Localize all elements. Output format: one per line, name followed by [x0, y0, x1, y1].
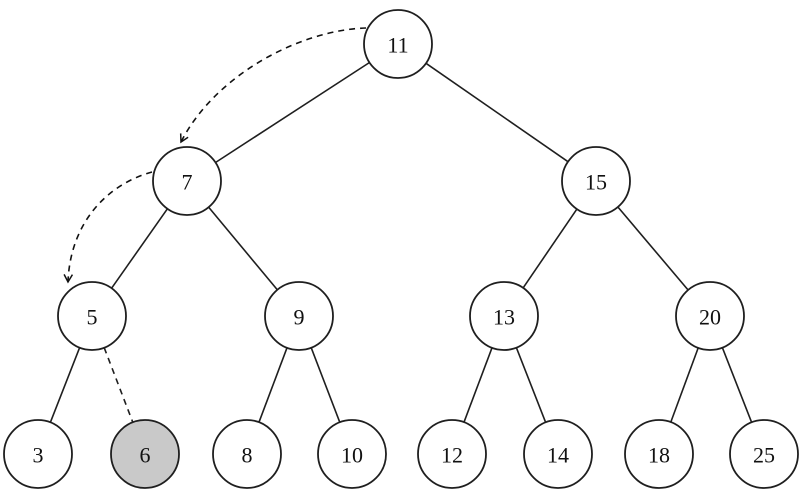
tree-node: 11 — [363, 9, 433, 79]
tree-node-highlighted: 6 — [110, 419, 180, 489]
node-label: 3 — [33, 443, 44, 468]
edge-5-to-3 — [49, 347, 81, 423]
node-label: 9 — [294, 305, 305, 330]
node-circle — [624, 419, 694, 489]
node-label: 11 — [387, 33, 408, 58]
search-path-arrows — [63, 27, 367, 284]
node-label: 20 — [699, 305, 721, 330]
tree-nodes: 11 7 15 5 9 13 20 3 6 8 10 12 14 18 25 — [3, 9, 799, 489]
edge-5-to-6-dashed — [103, 347, 134, 423]
node-label: 7 — [182, 170, 193, 195]
tree-node: 10 — [317, 419, 387, 489]
node-circle — [3, 419, 73, 489]
node-label: 14 — [547, 443, 569, 468]
tree-node: 20 — [675, 281, 745, 351]
node-circle — [363, 9, 433, 79]
node-circle — [675, 281, 745, 351]
node-circle — [212, 419, 282, 489]
edge-13-to-12 — [463, 347, 493, 423]
edge-11-to-7 — [215, 61, 370, 164]
tree-node: 8 — [212, 419, 282, 489]
edge-20-to-18 — [670, 347, 699, 423]
node-label: 10 — [341, 443, 363, 468]
node-circle — [417, 419, 487, 489]
node-label: 13 — [493, 305, 515, 330]
node-circle — [57, 281, 127, 351]
edge-20-to-25 — [721, 347, 753, 423]
tree-node: 25 — [729, 419, 799, 489]
edge-7-to-5 — [110, 208, 169, 289]
search-arrow-7-to-5 — [63, 171, 153, 284]
node-label: 12 — [441, 443, 463, 468]
tree-edges — [49, 61, 753, 423]
node-circle — [729, 419, 799, 489]
node-label: 18 — [648, 443, 670, 468]
node-label: 15 — [585, 170, 607, 195]
node-circle — [469, 281, 539, 351]
edge-9-to-10 — [310, 347, 341, 423]
node-label: 5 — [87, 305, 98, 330]
tree-node: 14 — [523, 419, 593, 489]
node-circle — [561, 146, 631, 216]
edge-15-to-13 — [522, 208, 578, 289]
tree-node: 7 — [152, 146, 222, 216]
node-label: 6 — [140, 443, 151, 468]
tree-node: 15 — [561, 146, 631, 216]
search-arrow-11-to-7 — [179, 27, 367, 144]
tree-node: 3 — [3, 419, 73, 489]
edge-7-to-9 — [208, 206, 278, 291]
tree-node: 18 — [624, 419, 694, 489]
node-circle — [523, 419, 593, 489]
edge-11-to-15 — [425, 62, 569, 163]
node-circle — [264, 281, 334, 351]
tree-node: 13 — [469, 281, 539, 351]
node-circle — [152, 146, 222, 216]
edge-9-to-8 — [258, 347, 288, 423]
node-label: 8 — [242, 443, 253, 468]
edge-13-to-14 — [515, 347, 547, 423]
edge-15-to-20 — [617, 206, 689, 291]
node-circle — [110, 419, 180, 489]
tree-node: 5 — [57, 281, 127, 351]
tree-node: 9 — [264, 281, 334, 351]
node-circle — [317, 419, 387, 489]
node-label: 25 — [753, 443, 775, 468]
tree-node: 12 — [417, 419, 487, 489]
